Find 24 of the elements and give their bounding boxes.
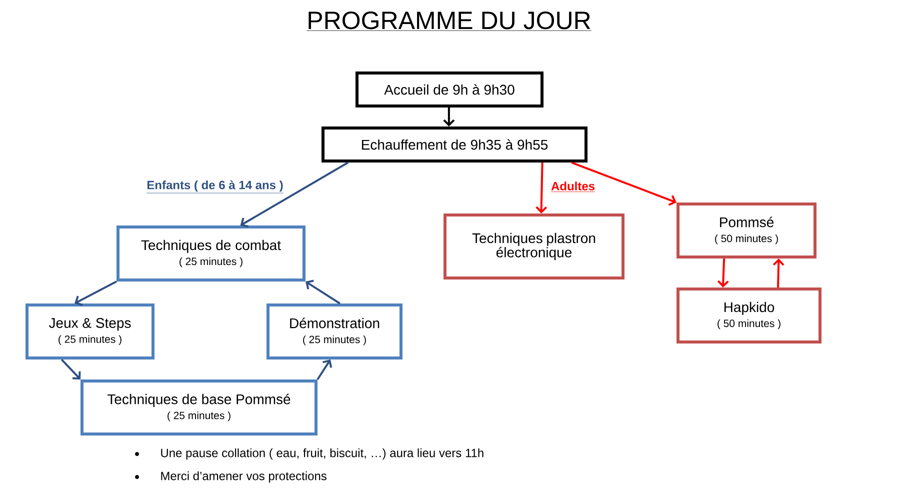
process-box: Pommsé ( 50 minutes ) bbox=[676, 202, 816, 258]
process-box: Jeux & Steps ( 25 minutes ) bbox=[26, 304, 154, 360]
bullet-note: Merci d’amener vos protections bbox=[161, 471, 326, 483]
process-box: Démonstration ( 25 minutes ) bbox=[266, 304, 402, 360]
process-box: Techniques plastron électronique bbox=[444, 214, 624, 280]
bullet-note: Une pause collation ( eau, fruit, biscuit, …) aura lieu vers 11h bbox=[161, 448, 484, 460]
arrow bbox=[306, 280, 340, 304]
arrow bbox=[240, 162, 349, 228]
arrow bbox=[571, 162, 676, 206]
edge-label: Adultes bbox=[550, 182, 596, 192]
process-box: Hapkido ( 50 minutes ) bbox=[676, 288, 822, 344]
arrow bbox=[60, 358, 81, 380]
edge-label: Enfants ( de 6 à 14 ans ) bbox=[146, 180, 284, 194]
process-box: Techniques de combat ( 25 minutes ) bbox=[116, 226, 306, 282]
title: PROGRAMME DU JOUR bbox=[306, 12, 592, 31]
process-box: Accueil de 9h à 9h30 bbox=[356, 72, 544, 108]
process-box: Echauffement de 9h35 à 9h55 bbox=[322, 126, 588, 162]
arrow bbox=[74, 280, 117, 306]
arrow bbox=[536, 162, 548, 214]
arrow bbox=[717, 258, 729, 288]
arrow bbox=[772, 258, 784, 288]
process-box: Techniques de base Pommsé ( 25 minutes ) bbox=[80, 380, 318, 436]
arrow bbox=[316, 360, 332, 380]
arrow bbox=[443, 108, 455, 126]
